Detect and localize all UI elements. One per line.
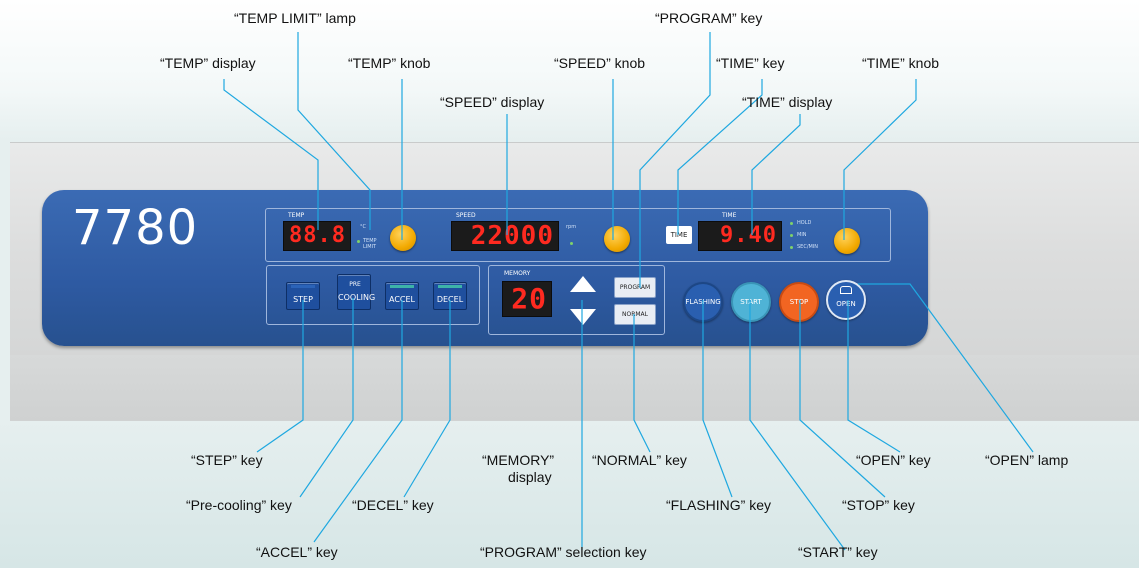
function-key-group	[266, 265, 480, 325]
leader-start-key	[749, 300, 846, 551]
label-time-key: “TIME” key	[716, 55, 785, 71]
label-normal-key: “NORMAL” key	[592, 452, 687, 468]
open-lamp-icon	[840, 286, 852, 294]
label-open-key: “OPEN” key	[856, 452, 931, 468]
leader-precooling-key	[299, 298, 354, 498]
leader-temp-display	[223, 79, 319, 230]
leader-time-display	[751, 114, 801, 235]
label-speed-knob: “SPEED” knob	[554, 55, 646, 71]
normal-key[interactable]: NORMAL	[614, 304, 656, 325]
program-key[interactable]: PROGRAM	[614, 277, 656, 298]
leader-normal-key	[633, 314, 651, 453]
label-precooling-key: “Pre-cooling” key	[186, 497, 292, 513]
model-number: 7780	[72, 200, 199, 256]
label-memory-display-line1: “MEMORY”	[482, 452, 555, 468]
open-key-label: OPEN	[836, 300, 856, 308]
label-temp-knob: “TEMP” knob	[348, 55, 431, 71]
memory-program-group	[488, 265, 665, 335]
label-memory-display-line2: display	[508, 469, 552, 485]
precooling-key-top-label: PRE	[349, 281, 361, 288]
time-option-min: MIN	[797, 232, 807, 238]
hold-indicator-dot	[790, 222, 793, 225]
leader-flashing-key	[702, 300, 733, 498]
speed-knob[interactable]	[604, 226, 630, 252]
precooling-key-label: COOLING	[338, 293, 376, 302]
time-option-secmin: SEC/MIN	[797, 244, 819, 250]
label-step-key: “STEP” key	[191, 452, 263, 468]
leader-time-key	[677, 79, 763, 235]
label-program-key: “PROGRAM” key	[655, 10, 763, 26]
label-temp-limit-lamp: “TEMP LIMIT” lamp	[234, 10, 356, 26]
leader-open-key	[847, 300, 901, 453]
temp-knob[interactable]	[390, 225, 416, 251]
time-option-hold: HOLD	[797, 220, 812, 226]
step-key-label: STEP	[293, 295, 313, 304]
decel-key-label: DECEL	[436, 295, 464, 304]
label-flashing-key: “FLASHING” key	[666, 497, 772, 513]
control-panel	[42, 190, 928, 346]
leader-accel-key	[313, 300, 403, 543]
label-stop-key: “STOP” key	[842, 497, 915, 513]
program-up-arrow-key[interactable]	[570, 276, 596, 292]
time-knob[interactable]	[834, 228, 860, 254]
label-speed-display: “SPEED” display	[440, 94, 545, 110]
label-time-display: “TIME” display	[742, 94, 833, 110]
speed-display: 22000	[451, 221, 559, 251]
memory-panel-label: MEMORY	[504, 270, 531, 277]
min-indicator-dot	[790, 234, 793, 237]
temp-panel-label: TEMP	[288, 212, 305, 219]
label-start-key: “START” key	[798, 544, 878, 560]
label-accel-key: “ACCEL” key	[256, 544, 338, 560]
label-time-knob: “TIME” knob	[862, 55, 940, 71]
label-decel-key: “DECEL” key	[352, 497, 434, 513]
stop-key[interactable]: STOP	[779, 282, 819, 322]
speed-panel-label: SPEED	[456, 212, 476, 219]
leader-time-knob	[843, 79, 917, 240]
leader-step-key	[256, 300, 304, 453]
leader-temp-limit-lamp	[297, 32, 371, 230]
accel-key-label: ACCEL	[388, 295, 415, 304]
start-key[interactable]: START	[731, 282, 771, 322]
label-program-selection-key: “PROGRAM” selection key	[480, 544, 647, 560]
leader-decel-key	[403, 300, 451, 498]
leader-program-key	[639, 32, 711, 288]
display-strip	[265, 208, 891, 262]
temp-unit-label: °C	[360, 224, 366, 230]
speed-indicator-dot	[570, 242, 573, 245]
secmin-indicator-dot	[790, 246, 793, 249]
memory-display: 20	[502, 281, 552, 317]
label-temp-display: “TEMP” display	[160, 55, 256, 71]
program-down-arrow-key[interactable]	[570, 309, 596, 325]
leader-open-lamp	[858, 283, 1034, 453]
centrifuge-lower-body	[10, 355, 1139, 420]
temp-limit-lamp	[357, 240, 360, 243]
temp-display: 88.8	[283, 221, 351, 251]
leader-stop-key	[799, 300, 886, 498]
speed-unit-label: rpm	[566, 224, 577, 230]
label-open-lamp: “OPEN” lamp	[985, 452, 1069, 468]
precooling-key[interactable]: PRE COOLING	[337, 274, 375, 310]
time-key[interactable]: TIME	[666, 226, 692, 244]
time-display: 9.40	[698, 221, 782, 251]
time-panel-label: TIME	[722, 212, 737, 219]
temp-limit-text: TEMP LIMIT	[363, 238, 377, 250]
